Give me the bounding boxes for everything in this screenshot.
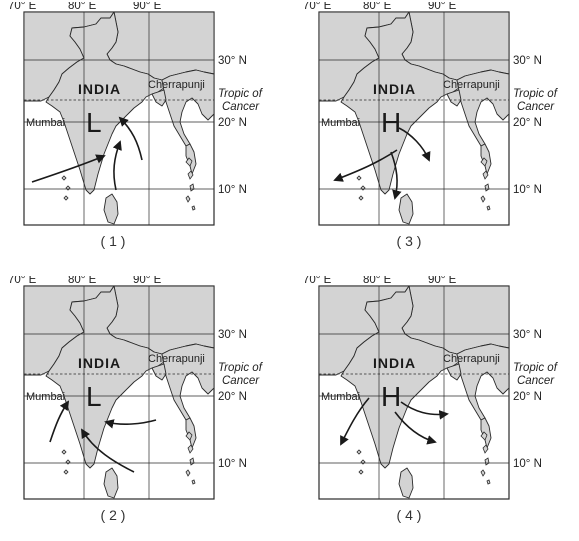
lon-label-90: 90° E: [133, 2, 162, 12]
pressure-symbol: L: [86, 381, 102, 412]
map-panel: 70° E 80° E 90° E 30° N 20° N 10° N Trop…: [299, 276, 559, 541]
wind-arrow: [390, 151, 402, 200]
pressure-symbol: H: [381, 107, 401, 138]
panel-caption: ( 1 ): [100, 233, 126, 249]
lat-label-10: 10° N: [218, 458, 247, 470]
wind-arrow: [398, 127, 431, 162]
city-label-cherrapunji: Cherrapunji: [443, 353, 500, 365]
wind-arrows: [31, 116, 143, 191]
map-panel: 70° E 80° E 90° E 30° N 20° N 10° N Trop…: [4, 276, 264, 541]
city-label-mumbai: Mumbai: [321, 117, 360, 129]
lat-label-20: 20° N: [513, 391, 542, 403]
pressure-symbol: L: [86, 107, 102, 138]
lon-label-80: 80° E: [363, 276, 392, 286]
lon-label-70: 70° E: [8, 2, 37, 12]
panel-caption: ( 2 ): [100, 507, 126, 523]
city-label-mumbai: Mumbai: [321, 391, 360, 403]
tropic-label-line1: Tropic of: [218, 88, 264, 100]
city-label-mumbai: Mumbai: [26, 391, 65, 403]
wind-arrow: [118, 116, 143, 161]
lat-label-30: 30° N: [218, 55, 247, 67]
lon-label-70: 70° E: [303, 276, 332, 286]
country-label: INDIA: [373, 81, 416, 97]
wind-arrow: [112, 140, 122, 191]
tropic-label-line2: Cancer: [222, 375, 260, 387]
lon-label-90: 90° E: [428, 2, 457, 12]
lon-label-80: 80° E: [68, 276, 97, 286]
wind-arrow: [400, 401, 449, 420]
map-panel: 70° E 80° E 90° E 30° N 20° N 10° N Trop…: [299, 2, 559, 267]
graticule: [24, 12, 214, 225]
lon-label-90: 90° E: [133, 276, 162, 286]
tropic-label-line2: Cancer: [517, 101, 555, 113]
lat-label-30: 30° N: [513, 329, 542, 341]
pressure-symbol: H: [381, 381, 401, 412]
panel-caption: ( 4 ): [396, 507, 422, 523]
lat-label-20: 20° N: [218, 117, 247, 129]
wind-arrows: [49, 400, 157, 473]
lon-label-70: 70° E: [303, 2, 332, 12]
graticule: [319, 12, 509, 225]
lon-label-70: 70° E: [8, 276, 37, 286]
lat-label-30: 30° N: [218, 329, 247, 341]
country-label: INDIA: [373, 355, 416, 371]
lon-label-80: 80° E: [68, 2, 97, 12]
wind-arrow: [31, 154, 106, 183]
wind-arrow: [340, 397, 370, 446]
wind-arrow: [81, 428, 135, 473]
lat-label-10: 10° N: [513, 184, 542, 196]
lat-label-10: 10° N: [513, 458, 542, 470]
lat-label-20: 20° N: [513, 117, 542, 129]
tropic-label-line1: Tropic of: [513, 88, 559, 100]
wind-arrows: [333, 127, 431, 200]
lat-label-20: 20° N: [218, 391, 247, 403]
land-mass: [318, 285, 510, 499]
city-label-mumbai: Mumbai: [26, 117, 65, 129]
lat-label-10: 10° N: [218, 184, 247, 196]
land-mass: [23, 11, 215, 225]
city-label-cherrapunji: Cherrapunji: [148, 79, 205, 91]
andaman-islands: [480, 157, 491, 211]
country-label: INDIA: [78, 355, 121, 371]
wind-arrow: [49, 400, 70, 443]
tropic-label-line1: Tropic of: [513, 362, 559, 374]
panel-caption: ( 3 ): [396, 233, 422, 249]
land-mass: [23, 285, 215, 499]
tropic-label-line1: Tropic of: [218, 362, 264, 374]
city-label-cherrapunji: Cherrapunji: [148, 353, 205, 365]
country-label: INDIA: [78, 81, 121, 97]
wind-arrow: [394, 411, 437, 445]
tropic-label-line2: Cancer: [222, 101, 260, 113]
city-label-cherrapunji: Cherrapunji: [443, 79, 500, 91]
tropic-label-line2: Cancer: [517, 375, 555, 387]
lon-label-80: 80° E: [363, 2, 392, 12]
map-panel: 70° E 80° E 90° E 30° N 20° N 10° N Trop…: [4, 2, 264, 267]
land-mass: [318, 11, 510, 225]
wind-arrows: [340, 397, 449, 446]
lat-label-30: 30° N: [513, 55, 542, 67]
graticule: [319, 286, 509, 499]
lon-label-90: 90° E: [428, 276, 457, 286]
wind-arrow: [104, 419, 157, 429]
